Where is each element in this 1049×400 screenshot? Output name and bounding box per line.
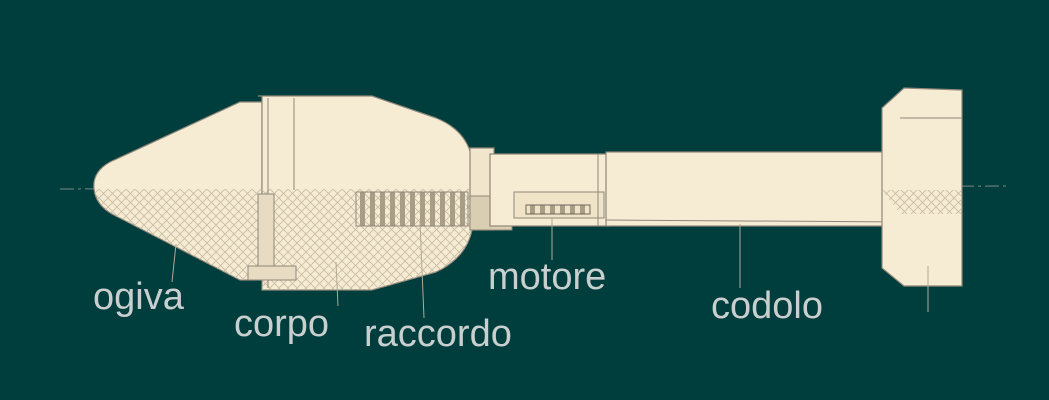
label-ogiva: ogiva	[93, 276, 184, 318]
codolo-tube	[605, 151, 891, 227]
tail-fin-hatched	[882, 190, 962, 214]
label-motore: motore	[488, 256, 607, 298]
corpo-step	[247, 265, 297, 281]
raccordo-thread	[355, 191, 469, 227]
corpo-insert	[257, 193, 275, 267]
codolo-bore	[605, 219, 901, 223]
label-raccordo: raccordo	[364, 313, 512, 355]
label-codolo: codolo	[711, 285, 823, 327]
leader-raccordo	[419, 221, 425, 319]
tail-fin	[881, 87, 963, 287]
motore-grain	[525, 204, 591, 215]
leader-ogiva	[171, 243, 177, 283]
label-corpo: corpo	[234, 303, 330, 345]
leader-corpo	[335, 261, 339, 307]
ogiva-hatched-half	[94, 189, 262, 280]
